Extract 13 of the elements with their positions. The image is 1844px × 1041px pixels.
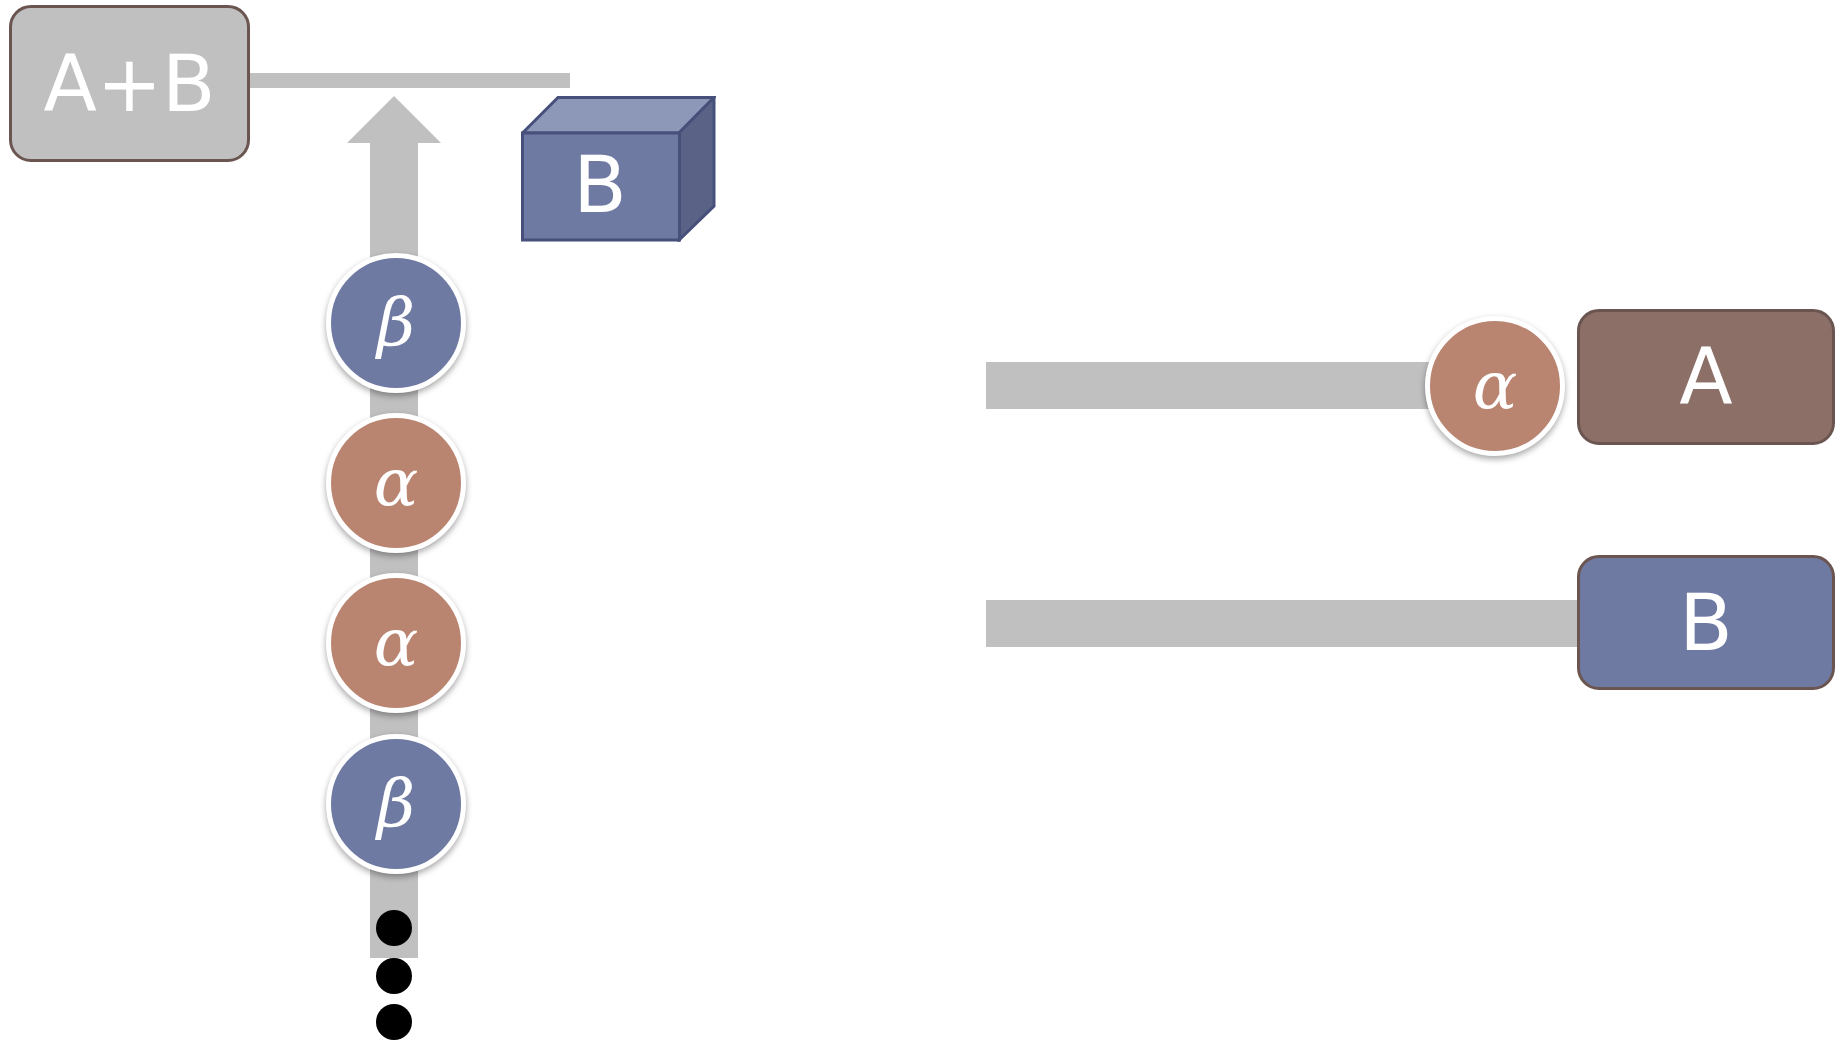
rounded-box [1577,555,1835,690]
rounded-box [9,5,250,162]
rounded-box [1577,309,1835,445]
bar [986,362,1430,409]
node-label: B [1679,583,1733,662]
node-label: B [572,146,628,224]
bar [250,73,570,88]
symbol-label: α [373,610,419,676]
node-label: A+B [43,44,216,123]
symbol-label: α [1472,353,1518,419]
bar [986,600,1577,647]
node-label: A [1679,338,1733,416]
symbol-label: α [373,450,419,516]
